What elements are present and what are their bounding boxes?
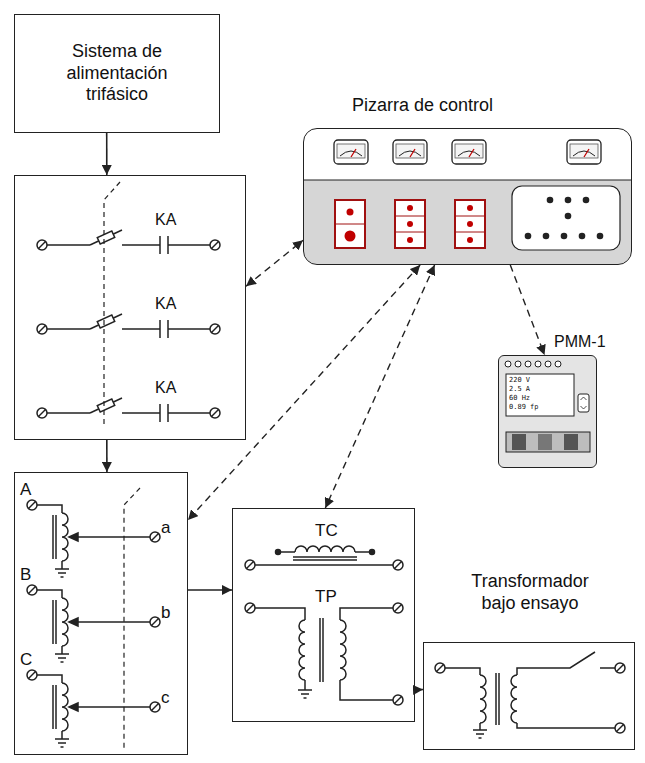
component-label: A [20,480,31,500]
power-flow-arrow [106,440,108,472]
component-label: a [161,518,170,538]
heading-label: Transformador bajo ensayo [455,571,605,614]
component-label: KA [155,294,176,313]
test-transformer-box: Transformador bajo ensayo [423,642,635,750]
power-flow-arrow [188,589,232,591]
control-panel: Pizarra de control [303,128,632,265]
component-label: TP [315,587,337,607]
component-label: C [20,650,32,670]
signal-link [188,265,420,520]
signal-link [325,265,434,508]
meter-reading: 60 Hz [509,395,530,402]
instrument-transformer-box: TC TP [232,508,415,722]
autotransformer-box: AaBbCc [14,472,188,755]
meter-reading: 2.5 A [509,386,530,393]
component-label: b [161,603,170,623]
meter-reading: 0.89 fp [509,404,539,411]
component-label: B [20,565,31,585]
component-label: KA [155,378,176,397]
heading-label: PMM-1 [554,332,606,351]
power-source-box: Sistema de alimentación trifásico [14,14,220,133]
signal-link [510,265,544,355]
power-meter-device: PMM-1 [498,355,597,468]
component-label: Sistema de alimentación trifásico [52,41,182,106]
component-label: c [161,688,170,708]
heading-label: Pizarra de control [352,95,493,117]
power-flow-arrow [415,689,423,691]
component-label: TC [315,521,338,541]
power-flow-arrow [106,133,108,175]
switchgear-box: KA KA KA [14,175,246,440]
signal-link [246,240,303,286]
meter-reading: 220 V [509,377,530,384]
component-label: KA [155,210,176,229]
